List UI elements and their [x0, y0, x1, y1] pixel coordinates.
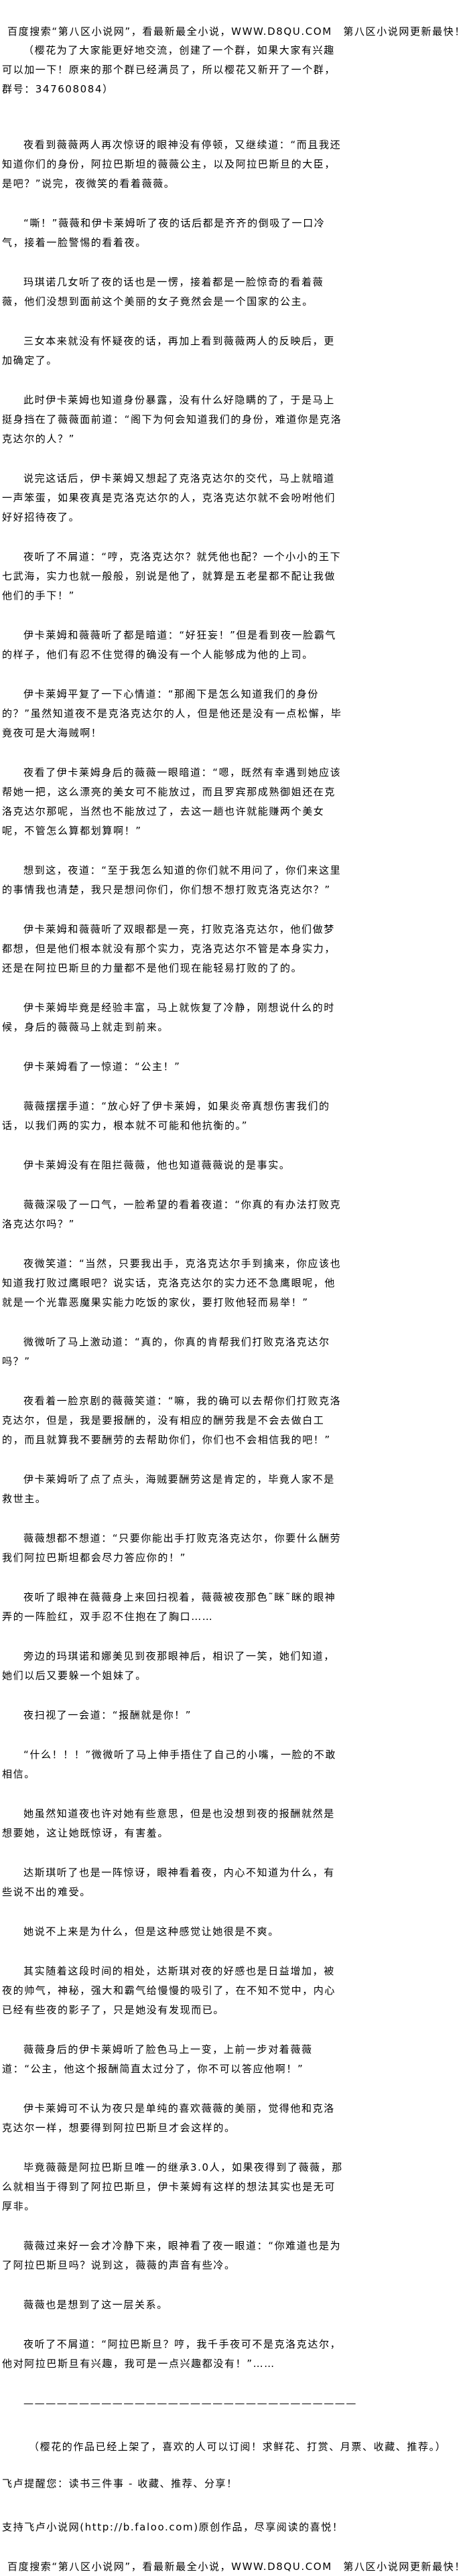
story-paragraph: 说完这话后，伊卡莱姆又想起了克洛克达尔的交代，马上就暗道一声笨蛋，如果夜真是克洛…	[2, 472, 336, 523]
story-paragraph: “嘶！”薇薇和伊卡莱姆听了夜的话后都是齐齐的倒吸了一口冷气，接着一脸警惕的看着夜…	[2, 217, 326, 249]
author-note: （樱花的作品已经上架了，喜欢的人可以订阅！求鲜花、打赏、月票、收藏、推荐。）	[29, 2441, 447, 2453]
story-paragraph: 旁边的玛琪诺和娜美见到夜那眼神后，相识了一笑，她们知道，她们以后又要躲一个姐妹了…	[2, 1650, 335, 1682]
story-paragraph: 薇薇身后的伊卡莱姆听了脸色马上一变，上前一步对着薇薇道：“公主，他这个报酬简直太…	[2, 2043, 313, 2075]
site-banner-top: 百度搜索“第八区小说网”，看最新最全小说，WWW.D8QU.COM 第八区小说网…	[7, 25, 466, 38]
story-paragraph: 夜看着一脸京剧的薇薇笑道：“嘛，我的确可以去帮你们打败克洛克达尔，但是，我是要报…	[2, 1395, 342, 1446]
story-paragraph: 她说不上来是为什么，但是这种感觉让她很是不爽。	[23, 1925, 279, 1938]
story-paragraph: 夜听了不屑道：“阿拉巴斯旦？哼，我千手夜可不是克洛克达尔，他对阿拉巴斯旦有兴趣，…	[2, 2338, 342, 2370]
story-paragraph: 伊卡莱姆看了一惊道：“公主！”	[23, 1061, 181, 1073]
story-paragraph: 夜看了伊卡莱姆身后的薇薇一眼暗道：“嗯，既然有幸遇到她应该帮她一把，这么漂亮的美…	[2, 766, 342, 837]
site-banner-bottom: 百度搜索“第八区小说网”，看最新最全小说，WWW.D8QU.COM 第八区小说网…	[7, 2561, 466, 2573]
story-paragraph: 夜看到薇薇两人再次惊讶的眼神没有停顿，又继续道：“而且我还知道你们的身份，阿拉巴…	[2, 139, 342, 190]
story-paragraph: 薇薇摆摆手道：“放心好了伊卡莱姆，如果炎帝真想伤害我们的话，以我们两的实力，根本…	[2, 1100, 330, 1132]
story-paragraph: 夜微笑道：“当然，只要我出手，克洛克达尔手到擒来，你应该也知道我打败过鹰眼吧？说…	[2, 1258, 342, 1308]
story-paragraph: 薇薇想都不想道：“只要你能出手打败克洛克达尔，你要什么酬劳我们阿拉巴斯坦都会尽力…	[2, 1532, 342, 1564]
story-paragraph: 薇薇深吸了一口气，一脸希望的看着夜道：“你真的有办法打败克洛克达尔吗？”	[2, 1199, 342, 1230]
story-paragraph: 薇薇也是想到了这一层关系。	[23, 2299, 168, 2311]
story-paragraph: 夜听了眼神在薇薇身上来回扫视着，薇薇被夜那色˜眯˜眯的眼神弄的一阵脸红，双手忍不…	[2, 1591, 336, 1623]
story-paragraph: 伊卡莱姆和薇薇听了双眼都是一亮，打败克洛克达尔，他们做梦都想，但是他们根本就没有…	[2, 923, 336, 974]
story-paragraph: 伊卡莱姆平复了一下心情道：“那阁下是怎么知道我们的身份的？”虽然知道夜不是克洛克…	[2, 688, 342, 739]
group-notice: （樱花为了大家能更好地交流，创建了一个群，如果大家有兴趣可以加一下！原来的那个群…	[2, 44, 336, 95]
chapter-page: 百度搜索“第八区小说网”，看最新最全小说，WWW.D8QU.COM 第八区小说网…	[2, 25, 466, 2573]
section-divider: ——————————————————————————————	[23, 2397, 357, 2409]
story-paragraph: 玛琪诺几女听了夜的话也是一愣，接着都是一脸惊奇的看着薇薇，他们没想到面前这个美丽…	[2, 276, 324, 308]
story-paragraph: 伊卡莱姆没有在阻拦薇薇，他也知道薇薇说的是事实。	[23, 1159, 291, 1171]
story-paragraph: 她虽然知道夜也许对她有些意思，但是也没想到夜的报酬就然是想要她，这让她既惊讶，有…	[2, 1808, 335, 1839]
story-paragraph: 伊卡莱姆和薇薇听了都是暗道：“好狂妄！”但是看到夜一脸霸气的样子，他们有忍不住觉…	[2, 629, 336, 661]
story-paragraph: 伊卡莱姆毕竟是经验丰富，马上就恢复了冷静，刚想说什么的时候，身后的薇薇马上就走到…	[2, 1002, 335, 1033]
story-paragraph: “什么！！！”微微听了马上伸手捂住了自己的小嘴，一脸的不敢相信。	[2, 1749, 336, 1780]
story-paragraph: 夜扫视了一会道：“报酬就是你！”	[23, 1709, 192, 1721]
chapter-body: 夜看到薇薇两人再次惊讶的眼神没有停顿，又继续道：“而且我还知道你们的身份，阿拉巴…	[2, 135, 345, 2374]
story-paragraph: 伊卡莱姆听了点了点头，海贼要酬劳这是肯定的，毕竟人家不是救世主。	[2, 1473, 335, 1505]
story-paragraph: 达斯琪听了也是一阵惊讶，眼神看着夜，内心不知道为什么，有些说不出的难受。	[2, 1867, 335, 1898]
story-paragraph: 想到这，夜道：“至于我怎么知道的你们就不用问了，你们来这里的事情我也清楚，我只是…	[2, 864, 342, 896]
story-paragraph: 微微听了马上激动道：“真的，你真的肯帮我们打败克洛克达尔吗？”	[2, 1336, 330, 1367]
story-paragraph: 薇薇过来好一会才冷静下来，眼神看了夜一眼道：“你难道也是为了阿拉巴斯旦吗？说到这…	[2, 2240, 342, 2271]
story-paragraph: 此时伊卡莱姆也知道身份暴露，没有什么好隐瞒的了，于是马上挺身挡在了薇薇面前道：“…	[2, 394, 342, 445]
story-paragraph: 毕竟薇薇是阿拉巴斯旦唯一的继承3.0人，如果夜得到了薇薇，那么就相当于得到了阿拉…	[2, 2161, 343, 2212]
story-paragraph: 夜听了不屑道：“哼，克洛克达尔？就凭他也配？一个小小的王下七武海，实力也就一般般…	[2, 551, 342, 602]
story-paragraph: 伊卡莱姆可不认为夜只是单纯的喜欢薇薇的美丽，觉得他和克洛克达尔一样，想要得到阿拉…	[2, 2102, 335, 2134]
story-paragraph: 三女本来就没有怀疑夜的话，再加上看到薇薇两人的反映后，更加确定了。	[2, 335, 335, 366]
story-paragraph: 其实随着这段时间的相处，达斯琪对夜的好感也是日益增加，被夜的帅气，神秘，强大和霸…	[2, 1965, 336, 2016]
support-notice: 支持飞卢小说网(http://b.faloo.com)原创作品，尽享阅读的喜悦！	[2, 2521, 344, 2533]
reading-reminder: 飞卢提醒您：读书三件事 - 收藏、推荐、分享！	[2, 2478, 238, 2490]
